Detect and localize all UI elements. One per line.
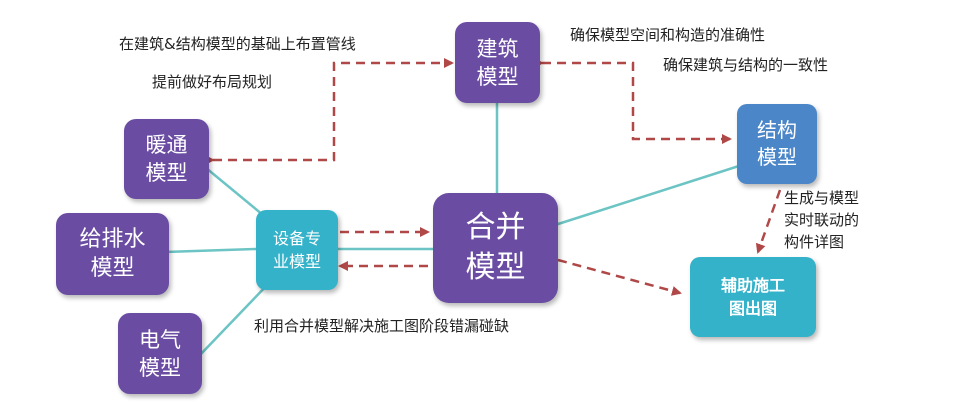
realtime-detail-note-line3: 构件详图: [784, 233, 845, 251]
merged-to-auxiliary-dashed-arrow: [557, 258, 682, 296]
water-equipment-line: [164, 247, 257, 254]
electric-equipment-line: [199, 281, 271, 356]
merged-structure-line: [554, 163, 743, 227]
auxiliary-construction-drawing-node: 辅助施工 图出图: [690, 257, 816, 337]
electrical-model-node: 电气 模型: [118, 313, 202, 394]
structure-model-node: 结构 模型: [737, 104, 817, 184]
realtime-detail-note-line2: 实时联动的: [784, 211, 860, 229]
accuracy-note-line1: 确保模型空间和构造的准确性: [570, 26, 766, 44]
realtime-detail-note-line1: 生成与模型: [784, 189, 860, 207]
building-model-node: 建筑 模型: [455, 22, 540, 103]
accuracy-note-line2: 确保建筑与结构的一致性: [663, 56, 829, 74]
pipeline-layout-note-line2: 提前做好布局规划: [152, 73, 273, 91]
building-structure-dashed-arrow: [534, 58, 732, 144]
water-supply-drainage-model-node: 给排水 模型: [56, 213, 169, 295]
merged-model-node: 合并 模型: [433, 193, 558, 303]
structure-to-auxiliary-dashed-arrow: [755, 189, 782, 254]
equipment-model-node: 设备专 业模型: [256, 210, 338, 290]
pipeline-layout-note-line1: 在建筑&结构模型的基础上布置管线: [119, 35, 356, 53]
hvac-equipment-line: [199, 162, 264, 216]
hvac-building-dashed-arrow: [205, 58, 454, 165]
hvac-model-node: 暖通 模型: [124, 119, 209, 199]
conflict-resolution-note: 利用合并模型解决施工图阶段错漏碰缺: [254, 317, 510, 335]
